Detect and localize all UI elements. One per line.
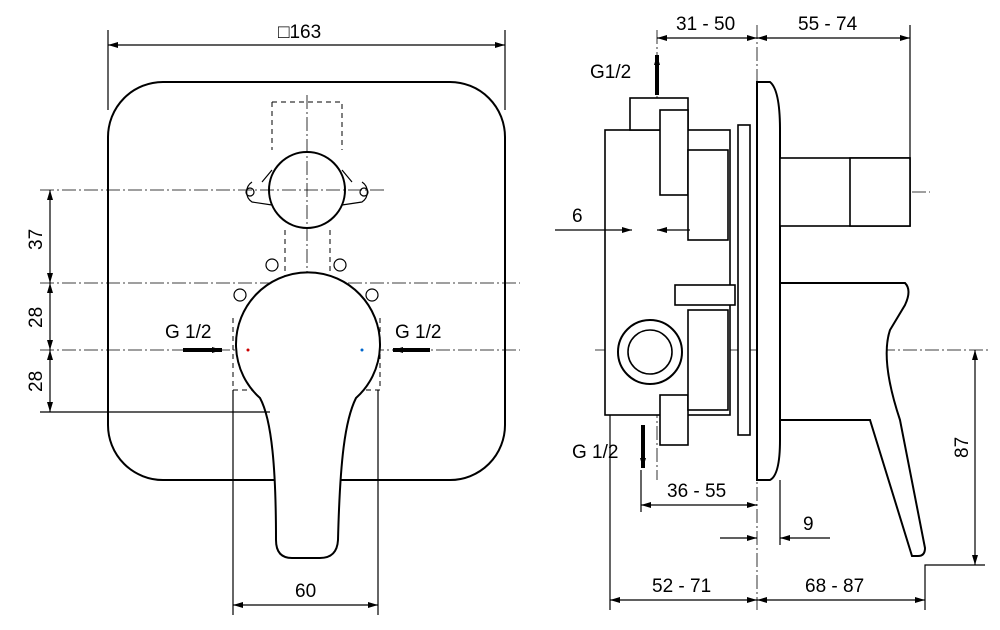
dim-60: 60 <box>295 581 316 602</box>
outlet-bottom-label: G 1/2 <box>572 442 618 463</box>
dim-87: 87 <box>952 437 973 458</box>
front-view: G 1/2 G 1/2 □163 37 28 28 60 <box>26 22 520 615</box>
side-lever <box>779 282 927 557</box>
dim-55-74: 55 - 74 <box>798 14 858 35</box>
outlet-port-circle <box>268 151 346 229</box>
dim-9: 9 <box>803 514 814 535</box>
inlet-left-label: G 1/2 <box>165 322 211 343</box>
dim-68-87: 68 - 87 <box>805 576 864 597</box>
mixer-lever <box>235 271 381 559</box>
dim-6: 6 <box>572 206 583 227</box>
dim-52-71: 52 - 71 <box>652 576 711 597</box>
outlet-top-label: G1/2 <box>590 62 631 83</box>
wall-plate <box>756 81 781 481</box>
plate-size-label: □163 <box>278 22 321 43</box>
inlet-right-label: G 1/2 <box>395 322 441 343</box>
side-view: G1/2 G 1/2 31 - 50 55 - 74 6 36 - 55 9 5… <box>555 14 990 610</box>
dim-28-lower: 28 <box>26 371 47 392</box>
dim-37: 37 <box>26 229 47 250</box>
dim-36-55: 36 - 55 <box>667 481 726 502</box>
dim-28-upper: 28 <box>26 307 47 328</box>
dim-31-50: 31 - 50 <box>676 14 735 35</box>
